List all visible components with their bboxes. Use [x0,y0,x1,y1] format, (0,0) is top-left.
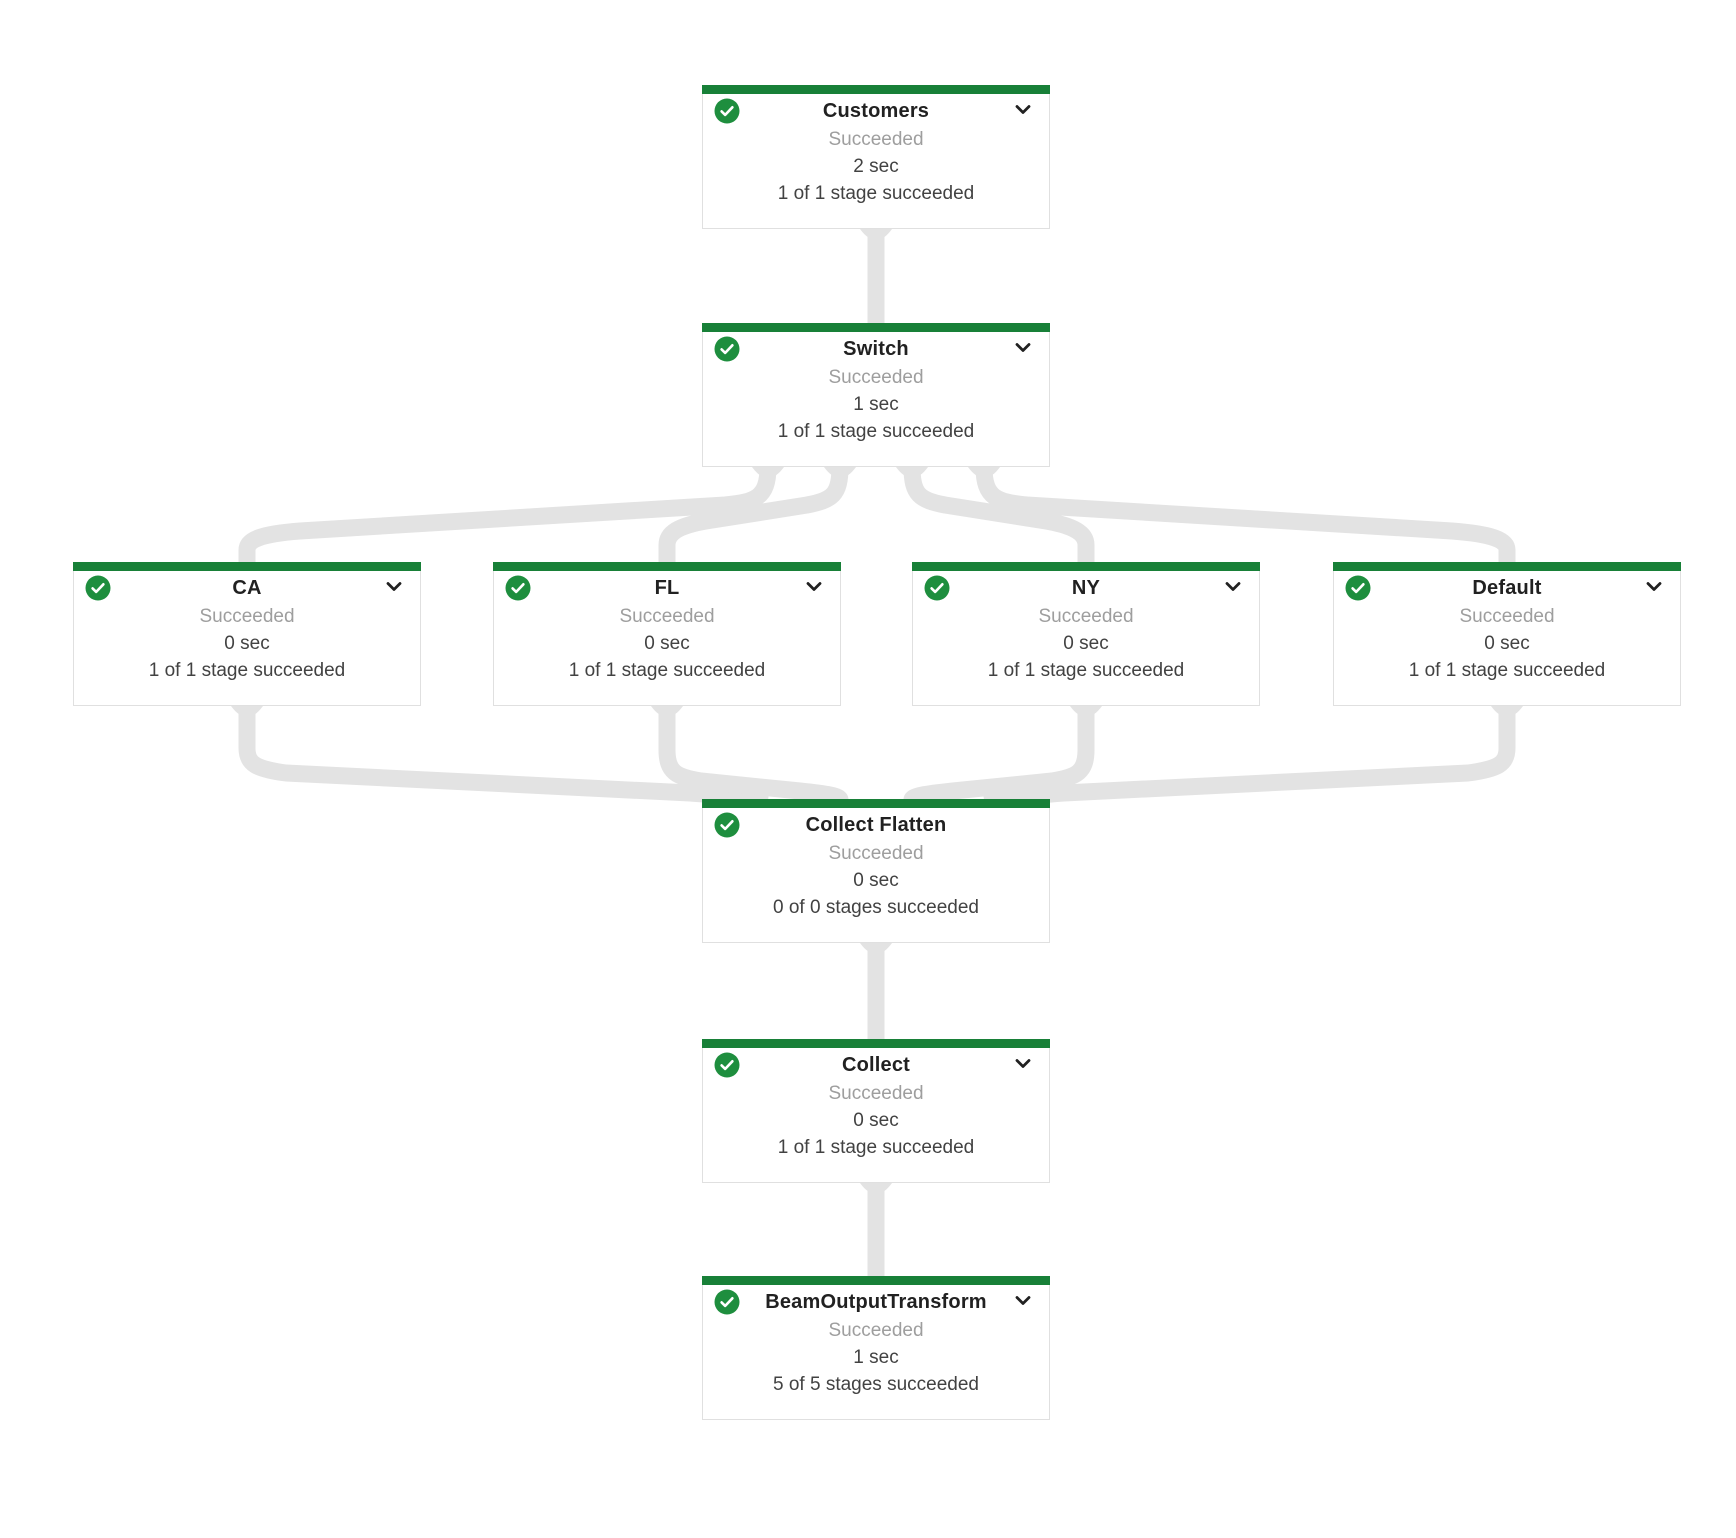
check-circle-icon [924,575,950,601]
node-fl[interactable]: FL Succeeded 0 sec 1 of 1 stage succeede… [493,562,841,706]
node-title: Default [1472,576,1542,599]
node-stages: 1 of 1 stage succeeded [987,660,1185,681]
node-duration: 2 sec [853,156,899,177]
chevron-down-icon[interactable] [1010,334,1036,360]
node-beam-output-transform[interactable]: BeamOutputTransform Succeeded 1 sec 5 of… [702,1276,1050,1420]
edge-output-nub [824,467,856,478]
edge-switch-default [975,466,1516,563]
node-stages: 0 of 0 stages succeeded [773,897,979,918]
chevron-down-icon[interactable] [1010,1287,1036,1313]
node-status-bar [702,85,1050,94]
node-duration: 0 sec [853,1110,899,1131]
node-status-bar [912,562,1260,571]
edge-output-nub [860,1183,892,1194]
edge-switch-ca [238,466,777,563]
node-status: Succeeded [828,1320,924,1341]
node-status-bar [1333,562,1681,571]
check-circle-icon [714,1289,740,1315]
node-stages: 1 of 1 stage succeeded [148,660,346,681]
node-status-bar [73,562,421,571]
node-stages: 5 of 5 stages succeeded [773,1374,979,1395]
edge-ca-collect-flatten [238,706,770,809]
edge-fl-collect-flatten [658,706,849,806]
edge-default-collect-flatten [982,706,1516,809]
edge-ny-collect-flatten [903,706,1095,806]
check-circle-icon [714,336,740,362]
chevron-down-icon[interactable] [1220,573,1246,599]
node-status: Succeeded [828,129,924,150]
edge-switch-fl [658,466,849,563]
node-status: Succeeded [199,606,295,627]
edge-output-nub [752,467,784,478]
node-status-bar [702,799,1050,808]
node-title: Switch [843,337,909,360]
node-ca[interactable]: CA Succeeded 0 sec 1 of 1 stage succeede… [73,562,421,706]
node-title: BeamOutputTransform [765,1290,987,1313]
node-stages: 1 of 1 stage succeeded [777,421,975,442]
node-default[interactable]: Default Succeeded 0 sec 1 of 1 stage suc… [1333,562,1681,706]
node-status-bar [702,1039,1050,1048]
chevron-down-icon[interactable] [1010,1050,1036,1076]
check-circle-icon [714,812,740,838]
edge-output-nub [860,229,892,240]
node-status-bar [702,1276,1050,1285]
node-duration: 0 sec [1063,633,1109,654]
node-title: Customers [822,99,930,122]
node-stages: 1 of 1 stage succeeded [777,1137,975,1158]
node-switch[interactable]: Switch Succeeded 1 sec 1 of 1 stage succ… [702,323,1050,467]
node-status: Succeeded [828,1083,924,1104]
node-customers[interactable]: Customers Succeeded 2 sec 1 of 1 stage s… [702,85,1050,229]
node-duration: 0 sec [1484,633,1530,654]
node-title: NY [1071,576,1101,599]
node-duration: 0 sec [853,870,899,891]
check-circle-icon [1345,575,1371,601]
node-status-bar [702,323,1050,332]
edge-output-nub [1491,706,1523,717]
edge-output-nub [968,467,1000,478]
node-status-bar [493,562,841,571]
check-circle-icon [85,575,111,601]
check-circle-icon [505,575,531,601]
node-title: Collect Flatten [805,813,947,836]
node-title: FL [654,576,680,599]
edge-output-nub [896,467,928,478]
node-status: Succeeded [1038,606,1134,627]
node-collect[interactable]: Collect Succeeded 0 sec 1 of 1 stage suc… [702,1039,1050,1183]
node-status: Succeeded [828,367,924,388]
edge-output-nub [860,943,892,954]
node-duration: 0 sec [644,633,690,654]
node-stages: 1 of 1 stage succeeded [777,183,975,204]
node-title: Collect [841,1053,911,1076]
check-circle-icon [714,1052,740,1078]
edge-output-nub [231,706,263,717]
chevron-down-icon[interactable] [1010,96,1036,122]
chevron-down-icon[interactable] [1641,573,1667,599]
node-stages: 1 of 1 stage succeeded [568,660,766,681]
node-stages: 1 of 1 stage succeeded [1408,660,1606,681]
chevron-down-icon[interactable] [381,573,407,599]
node-status: Succeeded [1459,606,1555,627]
node-duration: 1 sec [853,394,899,415]
node-status: Succeeded [619,606,715,627]
chevron-down-icon[interactable] [801,573,827,599]
node-duration: 0 sec [224,633,270,654]
edge-switch-ny [903,466,1095,563]
node-status: Succeeded [828,843,924,864]
node-collect-flatten[interactable]: Collect Flatten Succeeded 0 sec 0 of 0 s… [702,799,1050,943]
check-circle-icon [714,98,740,124]
node-ny[interactable]: NY Succeeded 0 sec 1 of 1 stage succeede… [912,562,1260,706]
edge-output-nub [1070,706,1102,717]
node-duration: 1 sec [853,1347,899,1368]
edge-output-nub [651,706,683,717]
node-title: CA [232,576,262,599]
